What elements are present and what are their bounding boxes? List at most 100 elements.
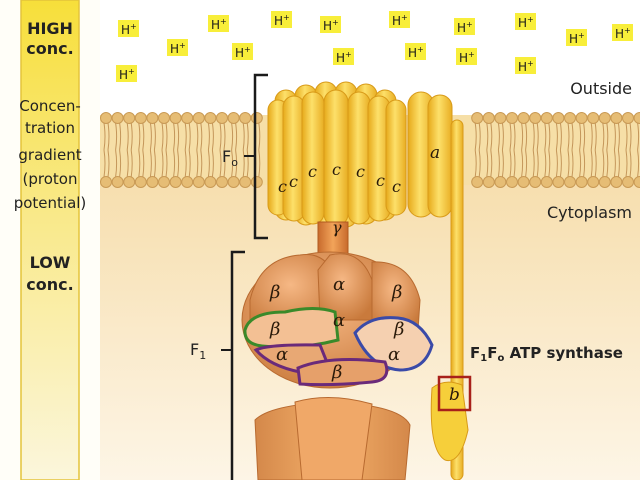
- lipid-tail: [474, 122, 477, 151]
- high-conc-label-1: HIGH: [27, 19, 73, 38]
- lipid-head: [216, 176, 228, 188]
- proton-label: H+: [211, 17, 227, 32]
- proton-ion: H+: [208, 15, 229, 32]
- lipid-head: [482, 176, 495, 188]
- lipid-tail: [188, 149, 191, 178]
- proton-ion: H+: [515, 13, 536, 30]
- lipid-tail: [200, 149, 203, 178]
- proton-label: H+: [235, 45, 251, 60]
- lipid-head: [204, 176, 217, 188]
- lipid-tail: [177, 149, 180, 178]
- lipid-head: [517, 176, 530, 188]
- lipid-tail: [567, 149, 570, 178]
- c-subunit-label: c: [332, 160, 341, 179]
- f1-label: F1: [190, 340, 206, 362]
- lipid-tail: [567, 122, 570, 151]
- proton-ion: H+: [167, 39, 188, 56]
- proton-ion: H+: [320, 16, 341, 33]
- lipid-head: [134, 112, 147, 124]
- proton-label: H+: [457, 20, 473, 35]
- alpha-subunit-label: α: [388, 344, 400, 365]
- lipid-head: [564, 176, 576, 188]
- beta-subunit-label: β: [269, 319, 280, 340]
- lipid-tail: [579, 122, 582, 151]
- lipid-head: [192, 112, 205, 124]
- lipid-tail: [223, 122, 226, 151]
- proton-label: H+: [392, 13, 408, 28]
- lipid-head: [529, 112, 542, 124]
- proton-label: H+: [408, 45, 424, 60]
- lipid-head: [610, 112, 623, 124]
- lipid-tail: [258, 149, 261, 178]
- lipid-head: [540, 176, 553, 188]
- lipid-tail: [231, 122, 234, 151]
- lipid-tail: [555, 122, 558, 151]
- lipid-head: [575, 176, 588, 188]
- lipid-tail: [486, 122, 489, 151]
- beta-subunit-label: β: [331, 362, 342, 383]
- fo-label: Fo: [222, 147, 238, 169]
- lipid-head: [239, 176, 252, 188]
- lipid-bilayer: [100, 112, 640, 188]
- lipid-tail: [130, 122, 133, 151]
- lipid-head: [111, 112, 124, 124]
- lipid-tail: [478, 122, 481, 151]
- proton-ion: H+: [271, 11, 292, 28]
- concentration-gradient-bar: [0, 0, 100, 480]
- lipid-tail: [242, 122, 245, 151]
- lipid-head: [482, 112, 495, 124]
- lipid-tail: [478, 149, 481, 178]
- lipid-tail: [625, 122, 628, 151]
- lipid-head: [123, 112, 136, 124]
- lipid-tail: [490, 149, 493, 178]
- lipid-head: [471, 176, 484, 188]
- lipid-tail: [173, 149, 176, 178]
- lipid-tail: [242, 149, 245, 178]
- lipid-tail: [583, 122, 586, 151]
- lipid-tail: [509, 149, 512, 178]
- alpha-subunit-label: α: [333, 310, 345, 331]
- lipid-head: [123, 176, 136, 188]
- gradient-desc-4: (proton: [23, 170, 78, 188]
- b-subunit-highlight-box: [437, 375, 472, 412]
- lipid-head: [227, 176, 240, 188]
- lipid-tail: [617, 149, 620, 178]
- lipid-tail: [579, 149, 582, 178]
- lipid-tail: [103, 149, 106, 178]
- lipid-tail: [161, 149, 164, 178]
- gradient-desc-5: potential): [14, 194, 87, 212]
- lipid-tail: [536, 149, 539, 178]
- proton-label: H+: [615, 26, 631, 41]
- f1-bracket: [230, 250, 245, 480]
- lipid-tail: [142, 122, 145, 151]
- lipid-tail: [219, 149, 222, 178]
- lipid-tail: [161, 122, 164, 151]
- proton-ions: H+H+H+H+H+H+H+H+H+H+H+H+H+H+H+H+: [116, 11, 633, 82]
- lipid-head: [598, 176, 611, 188]
- lipid-tail: [544, 149, 547, 178]
- lipid-head: [192, 176, 205, 188]
- gamma-subunit-label: γ: [332, 218, 342, 237]
- lipid-tail: [629, 122, 632, 151]
- lipid-tail: [138, 122, 141, 151]
- lipid-tail: [188, 122, 191, 151]
- lipid-tail: [119, 122, 122, 151]
- lipid-tail: [625, 149, 628, 178]
- c-subunit-label: c: [356, 162, 365, 181]
- lipid-tail: [548, 122, 551, 151]
- lipid-tail: [153, 149, 156, 178]
- lipid-head: [146, 112, 159, 124]
- lipid-tail: [231, 149, 234, 178]
- fo-complex: [267, 81, 464, 480]
- lipid-head: [575, 112, 588, 124]
- lipid-tail: [613, 149, 616, 178]
- c-subunit-label: c: [392, 177, 401, 196]
- lipid-tail: [532, 122, 535, 151]
- lipid-tail: [207, 122, 210, 151]
- lipid-tail: [184, 122, 187, 151]
- lipid-tail: [555, 149, 558, 178]
- lipid-tail: [497, 149, 500, 178]
- proton-ion: H+: [454, 18, 475, 35]
- lipid-head: [564, 112, 576, 124]
